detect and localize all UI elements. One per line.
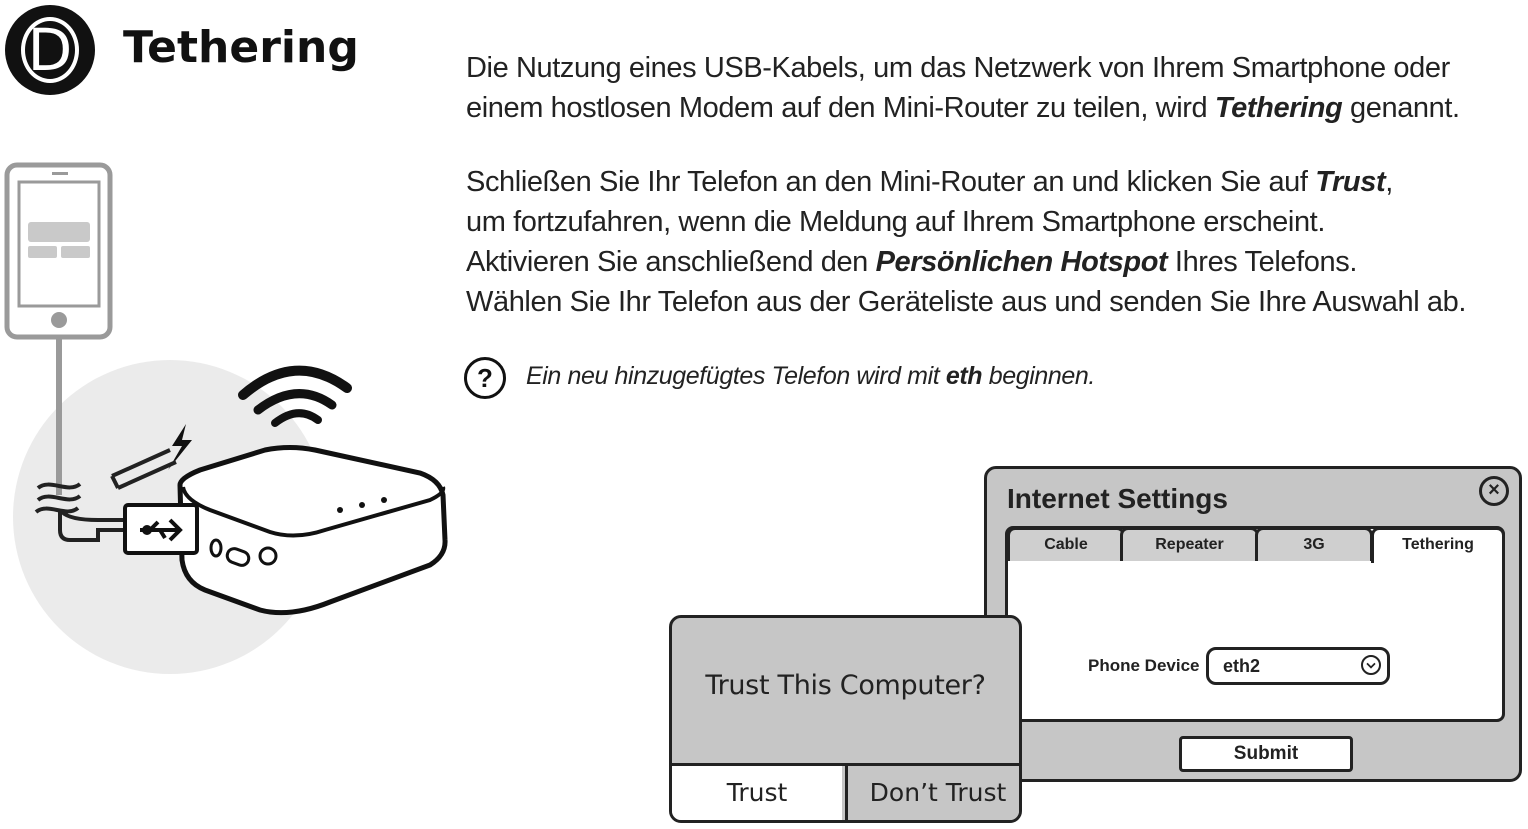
tab-repeater[interactable]: Repeater [1120, 527, 1259, 561]
dialog-divider [672, 763, 1019, 766]
text-line: Aktivieren Sie anschließend den Persönli… [466, 246, 1357, 278]
text-line: Wählen Sie Ihr Telefon aus der Gerätelis… [466, 286, 1467, 318]
phone-device-label: Phone Device [1088, 656, 1200, 675]
text-line: Schließen Sie Ihr Telefon an den Mini-Ro… [466, 166, 1393, 198]
step-letter: D [21, 17, 79, 83]
tab-tethering[interactable]: Tethering [1371, 527, 1505, 563]
submit-button[interactable]: Submit [1179, 736, 1353, 772]
router-illustration [4, 162, 448, 674]
steps-paragraph: Schließen Sie Ihr Telefon an den Mini-Ro… [466, 162, 1466, 322]
page-title: Tethering [123, 22, 359, 73]
trust-dialog: Trust This Computer? Trust Don’t Trust [669, 615, 1022, 823]
hotspot-emphasis: Persönlichen Hotspot [875, 246, 1168, 278]
step-badge: D [5, 5, 95, 95]
mini-router-icon [123, 445, 448, 616]
dont-trust-button[interactable]: Don’t Trust [845, 766, 1019, 820]
text-line: Die Nutzung eines USB-Kabels, um das Net… [466, 52, 1450, 84]
trust-emphasis: Trust [1315, 166, 1386, 198]
phone-device-select[interactable]: eth2 [1206, 647, 1390, 685]
text-line: um fortzufahren, wenn die Meldung auf Ih… [466, 206, 1325, 238]
intro-paragraph: Die Nutzung eines USB-Kabels, um das Net… [466, 48, 1460, 128]
wifi-icon [238, 365, 352, 427]
note-text: Ein neu hinzugefügtes Telefon wird mit e… [526, 362, 1095, 390]
tab-cable[interactable]: Cable [1007, 527, 1125, 561]
chevron-down-icon [1361, 655, 1381, 675]
close-icon[interactable]: × [1479, 476, 1509, 506]
trust-button[interactable]: Trust [672, 766, 842, 820]
tethering-emphasis: Tethering [1214, 92, 1343, 124]
internet-settings-window: Internet Settings × Phone Device eth2 Ca… [984, 466, 1522, 782]
phone-device-value: eth2 [1223, 656, 1261, 676]
text-line: einem hostlosen Modem auf den Mini-Route… [466, 92, 1460, 124]
window-title: Internet Settings [1007, 483, 1228, 514]
smartphone-icon [4, 162, 113, 340]
help-icon: ? [464, 357, 506, 399]
tab-3g[interactable]: 3G [1255, 527, 1373, 561]
trust-question: Trust This Computer? [705, 670, 986, 701]
